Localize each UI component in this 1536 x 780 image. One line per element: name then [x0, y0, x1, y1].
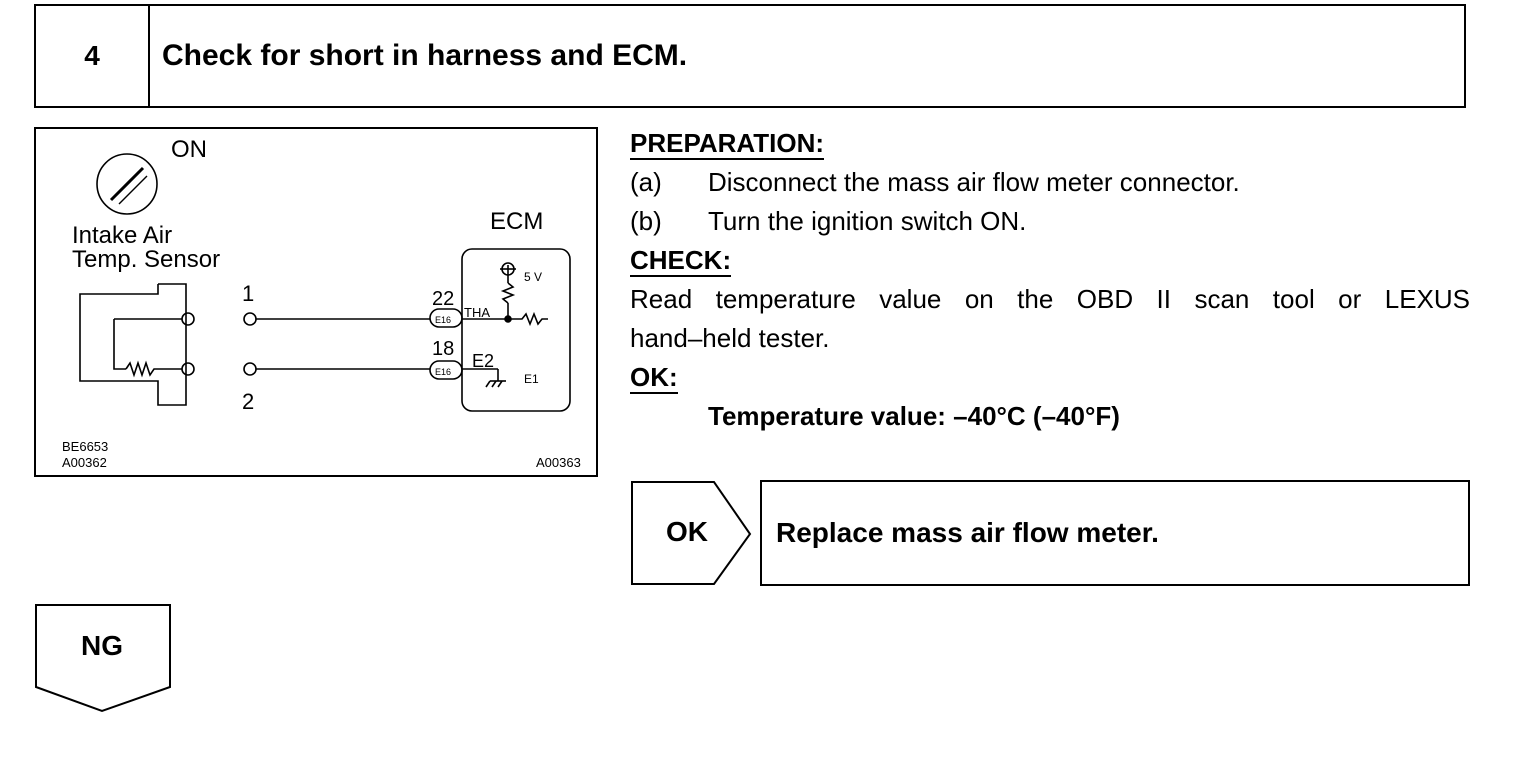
pin1-label: 1 [242, 281, 254, 306]
ok-spec: Temperature value: –40°C (–40°F) [708, 401, 1120, 431]
tha-label: THA [464, 305, 490, 320]
ecm-pin-b-label: 18 [432, 338, 454, 360]
wiring-diagram: ON Intake Air Temp. Sensor ECM 1 2 22 18… [34, 127, 598, 477]
step-number: 4 [36, 6, 150, 106]
wiring-diagram-svg: ON Intake Air Temp. Sensor ECM 1 2 22 18… [62, 136, 581, 470]
list-text: Disconnect the mass air flow meter conne… [708, 167, 1240, 197]
pin2-label: 2 [242, 389, 254, 414]
list-item: (b) Turn the ignition switch ON. [630, 202, 1470, 241]
list-mark: (b) [630, 206, 662, 236]
list-text: Turn the ignition switch ON. [708, 206, 1027, 236]
diagram-code-3: A00363 [536, 455, 581, 470]
procedure-text: PREPARATION: (a) Disconnect the mass air… [630, 124, 1470, 436]
ng-arrow-icon [35, 604, 171, 713]
ok-heading: OK: [630, 362, 678, 394]
sensor-resistor-icon [125, 360, 182, 378]
e1-label: E1 [524, 372, 539, 386]
ok-arrow-icon [631, 481, 752, 585]
ok-result-text: Replace mass air flow meter. [776, 517, 1159, 548]
preparation-heading: PREPARATION: [630, 128, 825, 160]
list-mark: (a) [630, 167, 662, 197]
connector-a-label: E16 [435, 315, 451, 325]
ignition-on-label: ON [171, 136, 207, 163]
e2-label: E2 [472, 351, 494, 371]
ecm-label: ECM [490, 208, 543, 235]
check-text-line2: hand–held tester. [630, 323, 830, 353]
ok-result-box: Replace mass air flow meter. [760, 480, 1470, 586]
diagram-code-1: BE6653 [62, 439, 108, 454]
ignition-switch-icon [96, 153, 158, 215]
voltage-label: 5 V [524, 270, 542, 284]
ng-branch-label: NG [81, 630, 123, 661]
step-title: Check for short in harness and ECM. [162, 39, 688, 72]
ok-branch-label: OK [666, 516, 708, 547]
ecm-pin-a-label: 22 [432, 288, 454, 310]
list-item: (a) Disconnect the mass air flow meter c… [630, 163, 1470, 202]
sensor-label-line1: Intake Air [72, 222, 172, 249]
connector-e16-a [429, 308, 463, 328]
sensor-housing [158, 283, 187, 315]
ecm-box [461, 248, 571, 412]
step-header: 4 Check for short in harness and ECM. [34, 4, 1466, 108]
diagram-code-2: A00362 [62, 455, 107, 470]
check-heading: CHECK: [630, 245, 732, 277]
connector-e16-b [429, 360, 463, 380]
check-text-line1: Read temperature value on the OBD II sca… [630, 284, 1470, 314]
connector-b-label: E16 [435, 367, 451, 377]
sensor-label-line2: Temp. Sensor [72, 246, 220, 273]
